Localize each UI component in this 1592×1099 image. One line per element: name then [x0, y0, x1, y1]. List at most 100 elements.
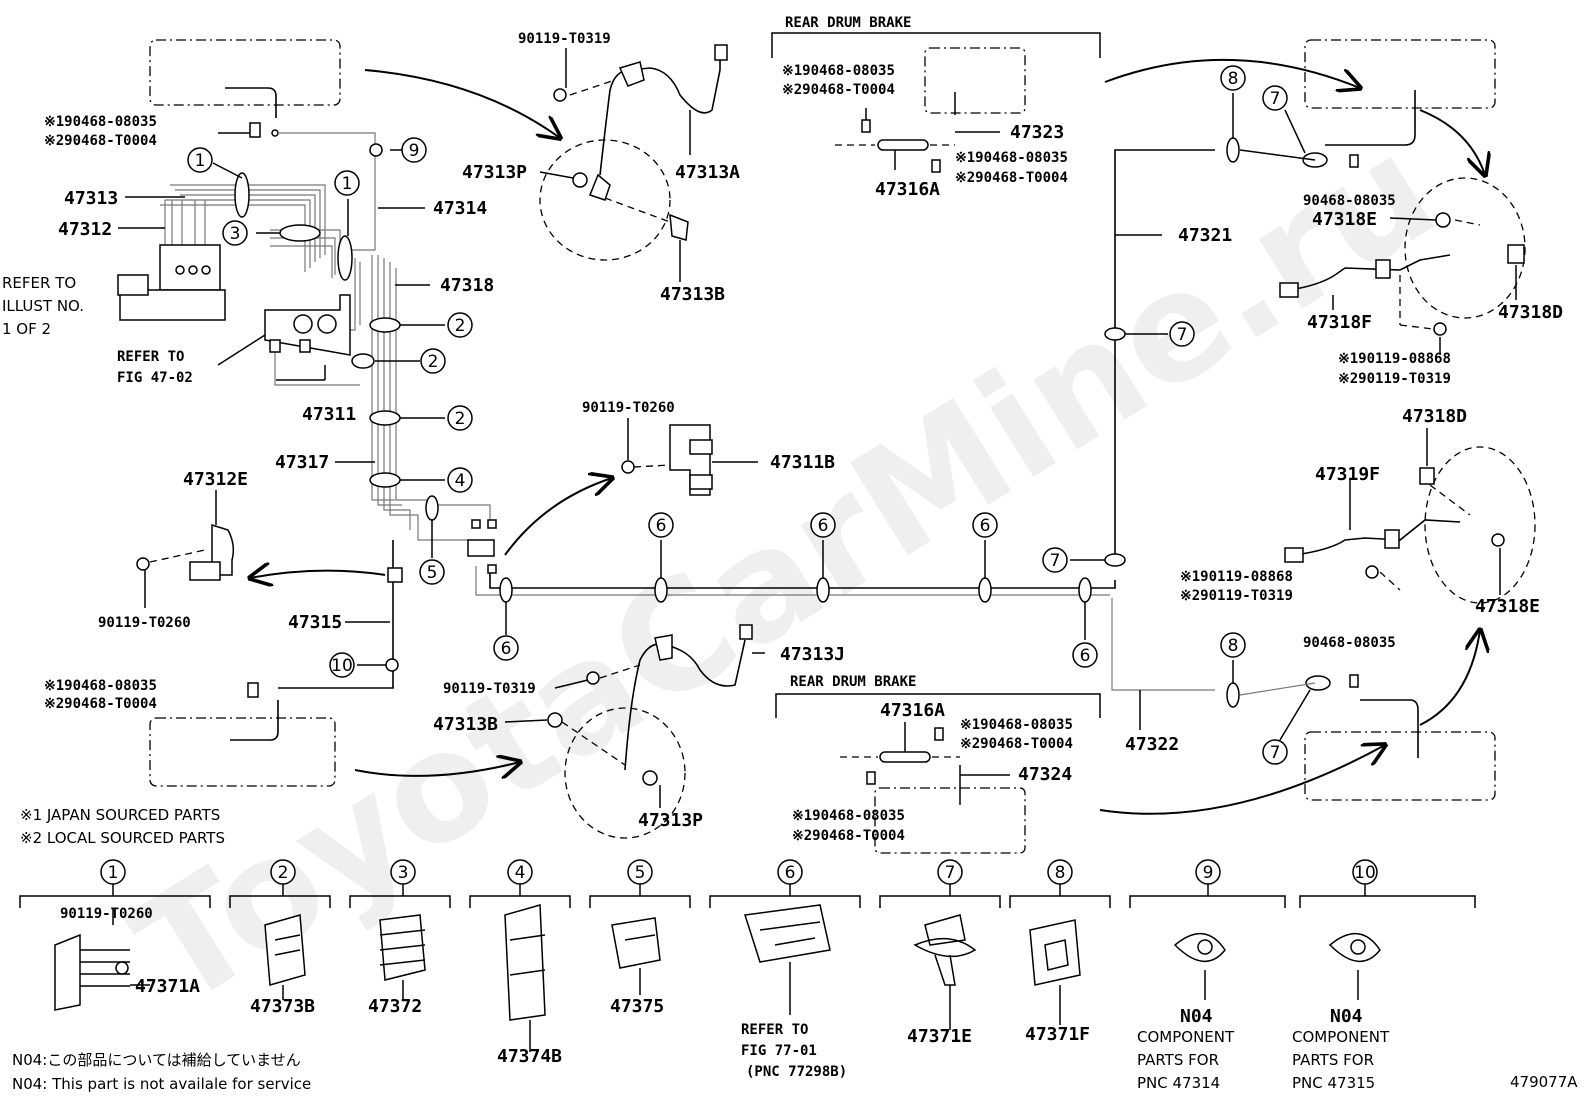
callout-4-7: 4 [447, 467, 473, 493]
legend-label-3: 47372 [368, 996, 422, 1017]
svg-text:4: 4 [455, 471, 466, 491]
legend-callout-6: 6 [777, 859, 803, 885]
note-n04-japanese: N04:この部品については補給していません [12, 1051, 301, 1069]
legend-label-5: 47375 [610, 996, 664, 1017]
part-47314: 47314 [433, 198, 487, 219]
marked-part-left-top-1: ※190468-08035 [44, 114, 157, 130]
part-47318F: 47318F [1307, 312, 1372, 333]
part-90119-T0319-bottom: 90119-T0319 [443, 681, 536, 697]
part-47312: 47312 [58, 219, 112, 240]
heading-rear-drum-brake-bottom: REAR DRUM BRAKE [790, 674, 916, 690]
callout-5-8: 5 [419, 559, 445, 585]
legend-10-l3: PNC 47315 [1292, 1074, 1375, 1092]
callout-8-17: 8 [1220, 65, 1246, 91]
note-local-sourced: ※2 LOCAL SOURCED PARTS [20, 829, 225, 847]
part-47311B: 47311B [770, 452, 835, 473]
flex-hose-47313A [599, 55, 721, 176]
legend-callout-10: 10 [1352, 859, 1378, 885]
marked-part-left-top-2: ※290468-T0004 [44, 133, 157, 149]
part-47313B-top: 47313B [660, 284, 725, 305]
wheel-cylinder-box-bottom-right [1304, 731, 1496, 801]
callout-3-1: 3 [222, 220, 248, 246]
svg-text:7: 7 [1050, 551, 1061, 571]
legend-9-l1: COMPONENT [1137, 1028, 1235, 1046]
callout-7-16: 7 [1042, 547, 1068, 573]
part-90119-T0260-mid: 90119-T0260 [582, 400, 675, 416]
callout-6-12: 6 [972, 512, 998, 538]
marked-part-left-bottom-1: ※190468-08035 [44, 678, 157, 694]
refer-fig77-1: REFER TO [741, 1022, 808, 1038]
marked-rb-b2: ※290468-T0004 [792, 828, 905, 844]
marked-rb-b1: ※190468-08035 [792, 808, 905, 824]
pipe-47315-route [278, 540, 394, 689]
clamp-8-bottom [1226, 682, 1240, 708]
part-47313A: 47313A [675, 162, 740, 183]
svg-text:2: 2 [455, 409, 466, 429]
legend-callout-5: 5 [627, 859, 653, 885]
clip-47371F-drawing [1029, 919, 1081, 986]
legend-item-9: 9 [1129, 859, 1286, 908]
part-47313J: 47313J [780, 644, 845, 665]
part-47319F: 47319F [1315, 464, 1380, 485]
svg-text:1: 1 [342, 174, 353, 194]
part-47318: 47318 [440, 275, 494, 296]
clamp-2-a [369, 317, 401, 333]
part-47313B-bottom: 47313B [433, 714, 498, 735]
part-47311: 47311 [302, 404, 356, 425]
wheel-cylinder-box-top-right [1304, 39, 1496, 109]
clip-47371E-drawing [913, 914, 977, 986]
fitting-top-left [271, 129, 279, 137]
svg-text:6: 6 [818, 516, 829, 536]
svg-text:3: 3 [398, 863, 409, 883]
marked-far-r4: ※290119-T0319 [1180, 588, 1293, 604]
callout-10-9: 10 [329, 652, 355, 678]
svg-text:7: 7 [1177, 325, 1188, 345]
detail-circle-bottom [564, 707, 686, 839]
legend-9-l2: PARTS FOR [1137, 1051, 1219, 1069]
legend-callout-3: 3 [390, 859, 416, 885]
grommet-10 [385, 658, 399, 672]
svg-text:7: 7 [1270, 89, 1281, 109]
marked-rt-a2: ※290468-T0004 [782, 82, 895, 98]
refer-illust-2: ILLUST NO. [2, 297, 84, 315]
legend-sub-1: 90119-T0260 [60, 906, 153, 922]
legend-callout-8: 8 [1047, 859, 1073, 885]
marked-rt-a1: ※190468-08035 [782, 63, 895, 79]
callout-6-14: 6 [1072, 642, 1098, 668]
part-90119-T0319-top: 90119-T0319 [518, 31, 611, 47]
svg-text:8: 8 [1228, 69, 1239, 89]
refer-fig-2: FIG 47-02 [117, 370, 193, 386]
legend-callout-7: 7 [937, 859, 963, 885]
legend-item-5: 5 [589, 859, 691, 908]
detail-circle-top [539, 139, 671, 261]
clamp-6-b [654, 577, 668, 603]
heading-rear-drum-brake-top: REAR DRUM BRAKE [785, 15, 911, 31]
part-47313P-top: 47313P [462, 162, 527, 183]
part-47318E-bottom: 47318E [1475, 596, 1540, 617]
clip-47375-drawing [611, 917, 661, 969]
clamp-2-b [351, 353, 375, 369]
part-47324: 47324 [1018, 764, 1072, 785]
svg-text:1: 1 [108, 863, 119, 883]
marked-rt-b2: ※290468-T0004 [955, 170, 1068, 186]
svg-text:1: 1 [195, 151, 206, 171]
part-47316A-bottom: 47316A [880, 700, 945, 721]
part-90119-T0260-left: 90119-T0260 [98, 615, 191, 631]
part-47318D-mid: 47318D [1402, 406, 1467, 427]
clamp-1-b [337, 235, 353, 281]
legend-callout-2: 2 [270, 859, 296, 885]
svg-text:5: 5 [427, 563, 438, 583]
legend-item-8: 8 [1009, 859, 1111, 908]
legend-label-4: 47374B [497, 1046, 562, 1067]
part-90468-08035-top: 90468-08035 [1303, 193, 1396, 209]
connector-47315 [387, 567, 403, 583]
legend-item-3: 3 [349, 859, 451, 908]
part-47322: 47322 [1125, 734, 1179, 755]
callout-8-19: 8 [1220, 632, 1246, 658]
callout-1-2: 1 [334, 170, 360, 196]
clip-47372-drawing [379, 914, 426, 981]
clip-47374B-drawing [504, 904, 546, 1021]
junction-block [467, 539, 495, 557]
refer-fig-1: REFER TO [117, 349, 184, 365]
